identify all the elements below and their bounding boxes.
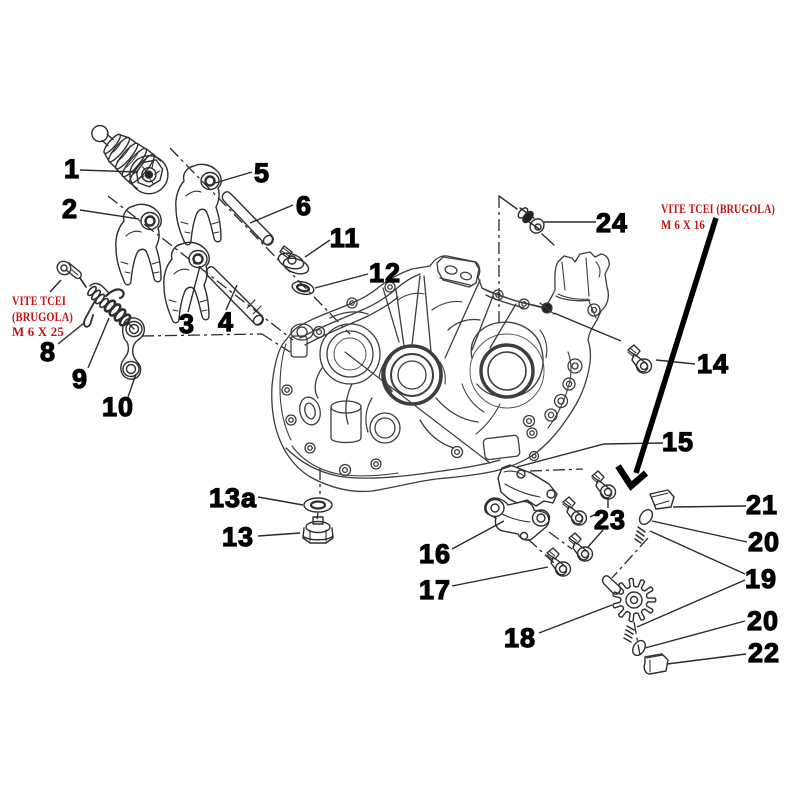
svg-text:6: 6 — [296, 191, 312, 221]
svg-text:23: 23 — [594, 505, 626, 535]
svg-text:8: 8 — [40, 337, 56, 367]
svg-text:2: 2 — [62, 194, 78, 224]
svg-text:1: 1 — [64, 154, 80, 184]
svg-text:(BRUGOLA): (BRUGOLA) — [12, 310, 73, 324]
svg-text:VITE TCEI: VITE TCEI — [12, 294, 66, 308]
svg-text:21: 21 — [746, 490, 778, 520]
svg-text:20: 20 — [748, 527, 780, 557]
svg-text:3: 3 — [179, 309, 195, 339]
svg-text:9: 9 — [72, 364, 88, 394]
svg-text:VITE TCEI (BRUGOLA): VITE TCEI (BRUGOLA) — [661, 202, 775, 216]
svg-text:20: 20 — [747, 606, 779, 636]
svg-text:12: 12 — [369, 258, 401, 288]
svg-text:5: 5 — [254, 158, 270, 188]
svg-text:M 6 X 16: M 6 X 16 — [661, 218, 705, 232]
svg-text:4: 4 — [218, 307, 234, 337]
svg-text:M 6 X 25: M 6 X 25 — [12, 325, 64, 339]
svg-text:19: 19 — [745, 564, 777, 594]
svg-text:16: 16 — [419, 539, 451, 569]
svg-text:18: 18 — [504, 623, 536, 653]
svg-text:10: 10 — [102, 392, 134, 422]
svg-text:17: 17 — [419, 575, 451, 605]
svg-text:13a: 13a — [209, 483, 257, 513]
svg-text:15: 15 — [662, 427, 694, 457]
svg-text:22: 22 — [748, 638, 780, 668]
svg-text:13: 13 — [222, 522, 254, 552]
svg-text:11: 11 — [330, 223, 361, 253]
svg-text:14: 14 — [697, 349, 729, 379]
svg-text:24: 24 — [596, 208, 628, 238]
